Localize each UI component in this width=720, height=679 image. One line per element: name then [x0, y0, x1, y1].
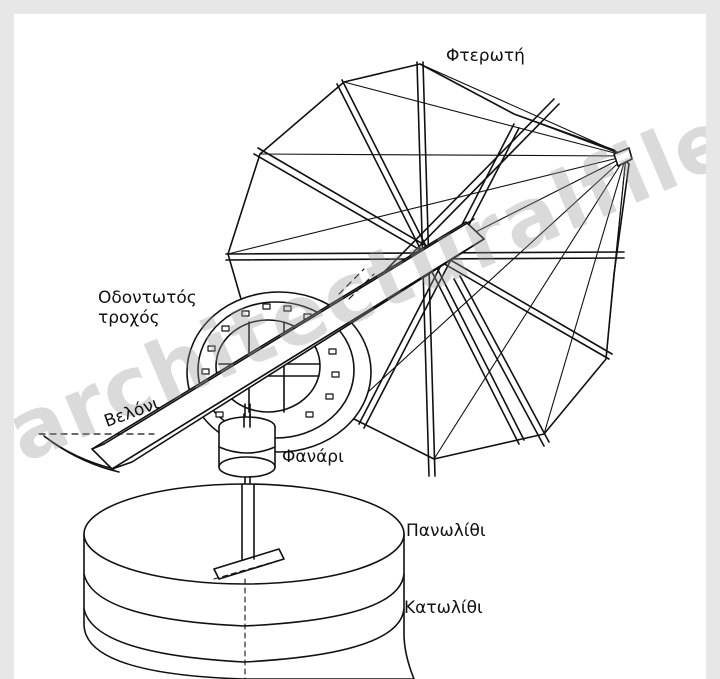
main-shaft: [38, 218, 485, 473]
label-lower-stone: Κατωλίθι: [404, 598, 483, 618]
label-lantern: Φανάρι: [282, 447, 344, 467]
windmill-mechanism-drawing: [38, 61, 633, 679]
sail-stays: [227, 63, 627, 460]
label-upper-stone: Πανωλίθι: [406, 521, 486, 541]
label-gear-wheel: Οδοντωτός τροχός: [98, 288, 197, 328]
label-sails: Φτερωτή: [446, 46, 525, 66]
gear-teeth: [201, 303, 340, 418]
millstones: [83, 483, 415, 679]
diagram-panel: architecturalfiles.com Φτερωτή Οδοντωτός…: [14, 14, 706, 679]
